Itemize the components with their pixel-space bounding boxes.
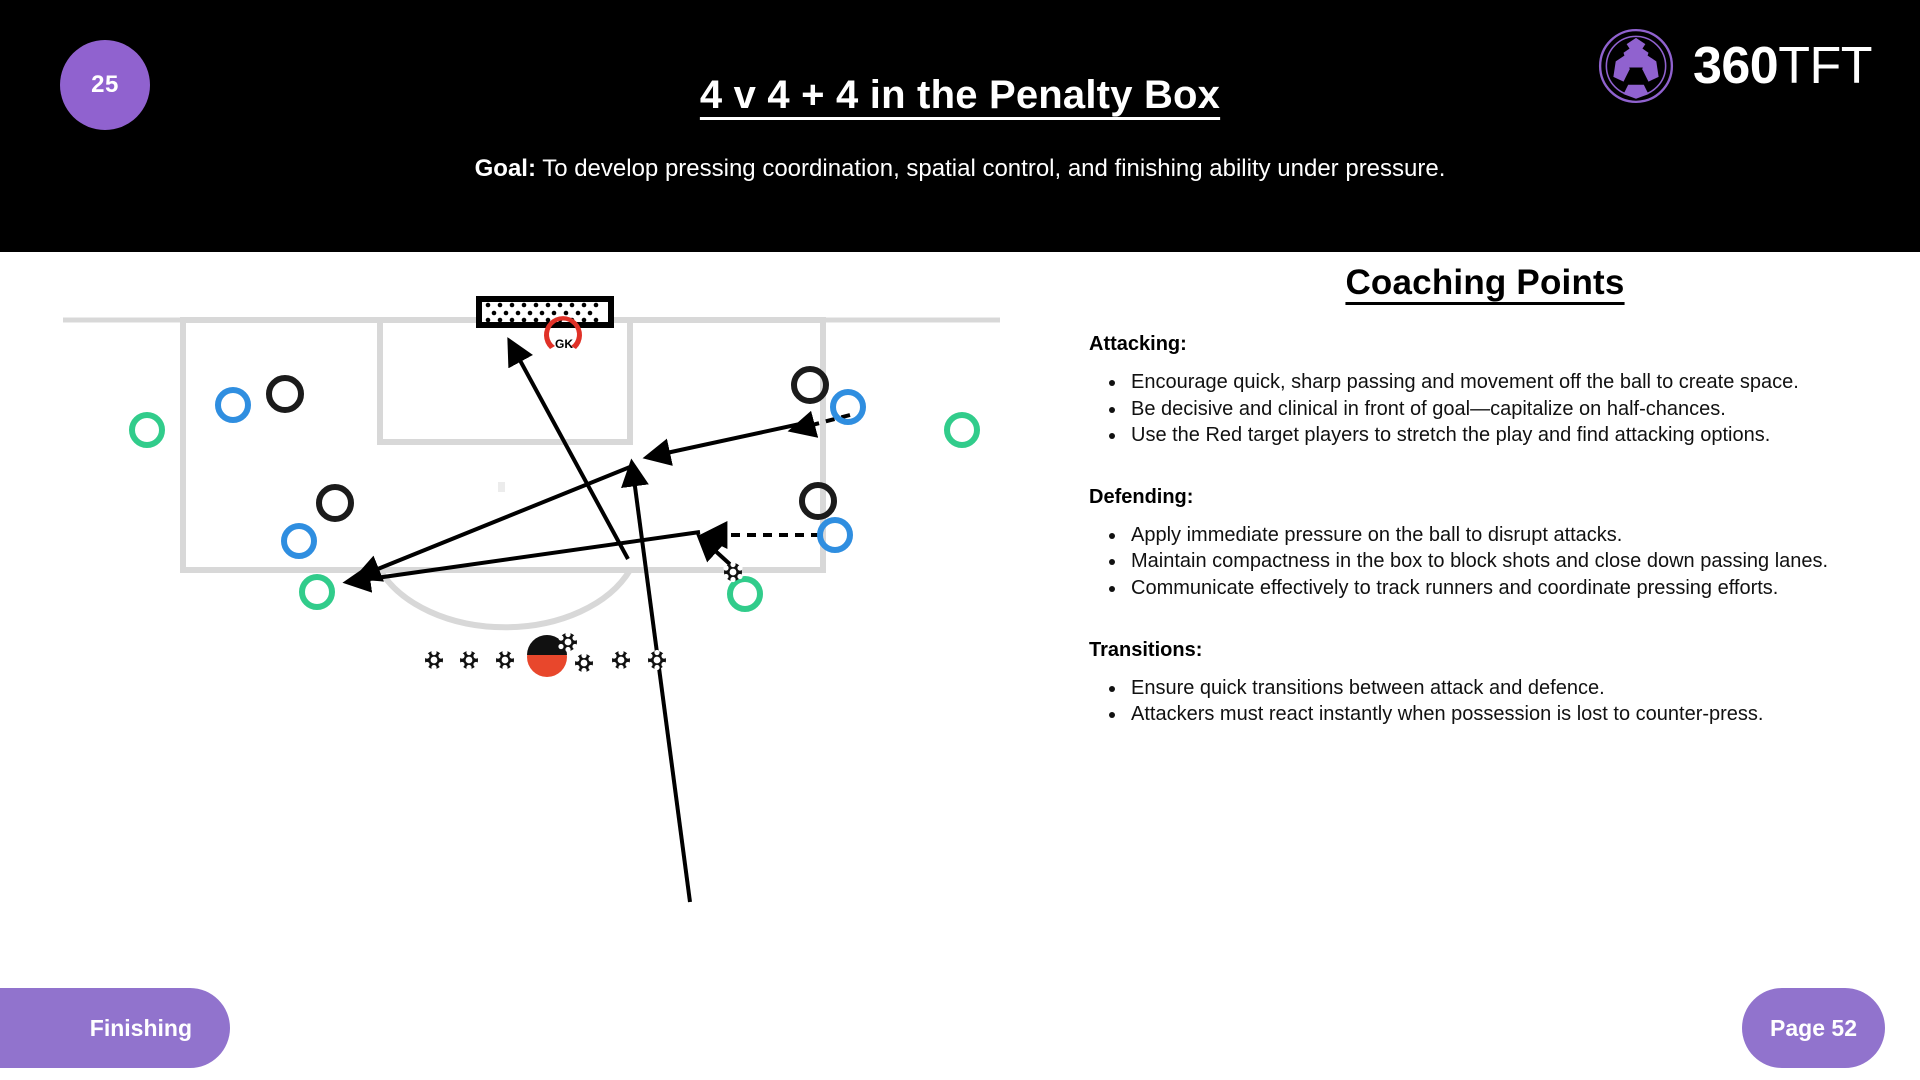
player-black-left-bottom[interactable] [316, 484, 354, 522]
page-title: 4 v 4 + 4 in the Penalty Box [699, 73, 1221, 117]
coaching-points-title: Coaching Points [1345, 263, 1625, 302]
player-blue-right-top[interactable] [830, 389, 866, 425]
ball-icon [723, 561, 743, 583]
arrow-ball-to-player [695, 533, 735, 569]
section-heading: Attacking: [1089, 333, 1187, 355]
ball-icon [647, 649, 667, 671]
pitch-markings [63, 317, 1000, 631]
goalkeeper-marker: GK [544, 316, 582, 351]
ball-icon [495, 649, 515, 671]
arrow-pass-centre-to-left [352, 465, 631, 582]
server-marker [527, 635, 567, 677]
logo-360: 360 [1692, 37, 1779, 95]
player-markers [129, 366, 980, 612]
list-item: Maintain compactness in the box to block… [1127, 549, 1885, 575]
slide-number-badge: 25 [60, 40, 150, 130]
list-item: Encourage quick, sharp passing and movem… [1127, 370, 1885, 396]
bullet-list: Apply immediate pressure on the ball to … [1085, 523, 1885, 602]
arrow-pass-low-to-left [342, 530, 701, 593]
list-item: Ensure quick transitions between attack … [1127, 676, 1885, 702]
list-item: Communicate effectively to track runners… [1127, 576, 1885, 602]
page-pill-label: Page 52 [1770, 1014, 1857, 1041]
player-blue-left-top[interactable] [215, 387, 251, 423]
coaching-points-panel: Coaching Points Attacking: Encourage qui… [1085, 252, 1885, 972]
bullet-list: Encourage quick, sharp passing and movem… [1085, 370, 1885, 449]
brand-logo: 360TFT [1597, 27, 1872, 105]
arrow-ball-carry-up [621, 458, 692, 903]
player-green-right-top[interactable] [944, 412, 980, 448]
list-item: Apply immediate pressure on the ball to … [1127, 523, 1885, 549]
pitch-diagram: GK [0, 252, 1055, 972]
goal-net-icon [476, 296, 614, 328]
ball-icon [558, 631, 578, 653]
goal-text: To develop pressing coordination, spatia… [542, 155, 1446, 182]
topic-pill[interactable]: Finishing [0, 988, 230, 1068]
ball-icons [424, 561, 743, 674]
section-defending: Defending: Apply immediate pressure on t… [1085, 486, 1885, 602]
list-item: Be decisive and clinical in front of goa… [1127, 397, 1885, 423]
player-green-left-top[interactable] [129, 412, 165, 448]
section-heading: Defending: [1089, 485, 1194, 508]
list-item: Attackers must react instantly when poss… [1127, 702, 1885, 728]
arrow-shot-to-goal [507, 337, 630, 560]
goalkeeper-label: GK [555, 337, 573, 351]
player-green-right-bottom[interactable] [727, 576, 763, 612]
slide-number-text: 25 [91, 71, 119, 98]
topic-pill-label: Finishing [89, 1014, 192, 1041]
pitch-svg: GK [63, 296, 1000, 903]
title-block: 4 v 4 + 4 in the Penalty Box [0, 0, 1920, 118]
section-attacking: Attacking: Encourage quick, sharp passin… [1085, 333, 1885, 449]
player-black-left-top[interactable] [266, 375, 304, 413]
page-pill[interactable]: Page 52 [1742, 988, 1885, 1068]
player-black-right-top[interactable] [791, 366, 829, 404]
ball-icon [574, 652, 594, 674]
player-green-left-bottom[interactable] [299, 574, 335, 610]
player-blue-left-bottom[interactable] [281, 523, 317, 559]
ball-icon [459, 649, 479, 671]
movement-arrows [342, 337, 851, 903]
player-black-right-bottom[interactable] [799, 482, 837, 520]
ball-icon [424, 649, 444, 671]
list-item: Use the Red target players to stretch th… [1127, 423, 1885, 449]
logo-wordmark: 360TFT [1692, 37, 1873, 95]
arrow-pass-right-to-centre [642, 422, 801, 466]
ball-icon [611, 649, 631, 671]
section-transitions: Transitions: Ensure quick transitions be… [1085, 639, 1885, 728]
goal-label: Goal: [474, 155, 536, 182]
bullet-list: Ensure quick transitions between attack … [1085, 676, 1885, 728]
soccer-ball-icon [1598, 28, 1673, 104]
player-blue-right-bottom[interactable] [817, 517, 853, 553]
arrow-run-top-right [787, 410, 851, 438]
header-bar: 25 4 v 4 + 4 in the Penalty Box Goal: To… [0, 0, 1920, 252]
logo-tft: TFT [1778, 37, 1872, 95]
goal-statement: Goal: To develop pressing coordination, … [0, 155, 1920, 183]
section-heading: Transitions: [1089, 638, 1203, 661]
